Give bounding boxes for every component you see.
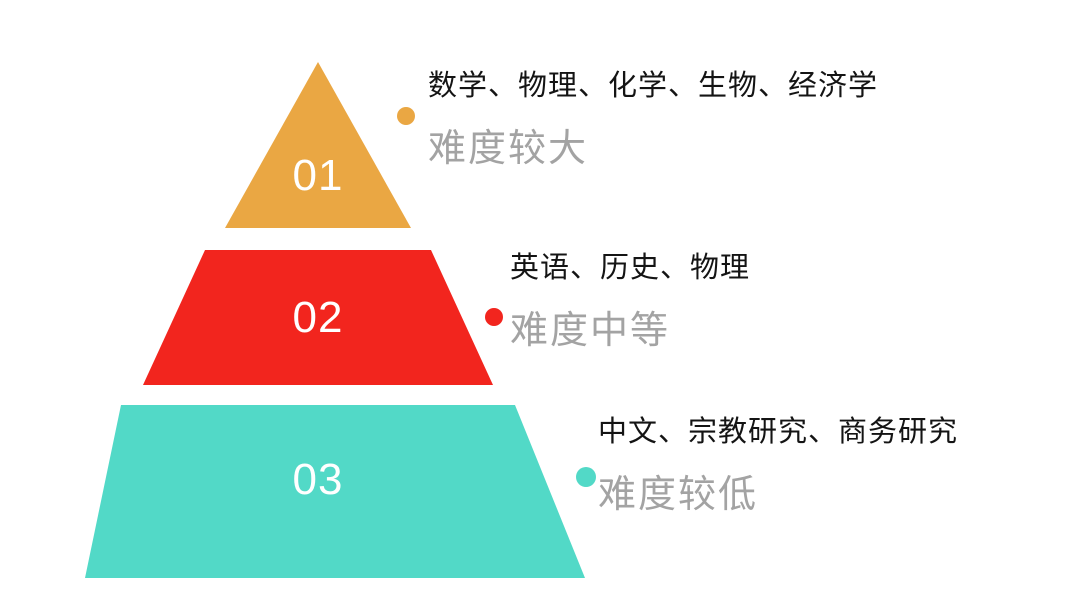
tier-3-subjects-label: 中文、宗教研究、商务研究 <box>598 416 959 448</box>
tier-3-bullet-dot <box>576 467 596 487</box>
tier-1-subjects-label: 数学、物理、化学、生物、经济学 <box>428 70 879 102</box>
tier-2-annotation: 英语、历史、物理 难度中等 <box>510 252 750 353</box>
tier-3-difficulty-label: 难度较低 <box>598 474 759 517</box>
tier-2-difficulty-label: 难度中等 <box>510 310 671 353</box>
tier-1-difficulty-label: 难度较大 <box>428 128 589 171</box>
tier-2-bullet-dot <box>485 308 503 326</box>
tier-1-bullet-dot <box>397 107 415 125</box>
tier-1-number: 01 <box>292 151 344 200</box>
tier-3-annotation: 中文、宗教研究、商务研究 难度较低 <box>598 416 958 517</box>
tier-1-shape <box>225 62 411 228</box>
tier-3-number: 03 <box>292 455 344 504</box>
tier-3-shape <box>85 405 585 578</box>
tier-1-annotation: 数学、物理、化学、生物、经济学 难度较大 <box>428 70 878 171</box>
tier-2-number: 02 <box>292 293 344 342</box>
tier-2-shape <box>143 250 493 385</box>
tier-2-subjects-label: 英语、历史、物理 <box>510 252 751 284</box>
